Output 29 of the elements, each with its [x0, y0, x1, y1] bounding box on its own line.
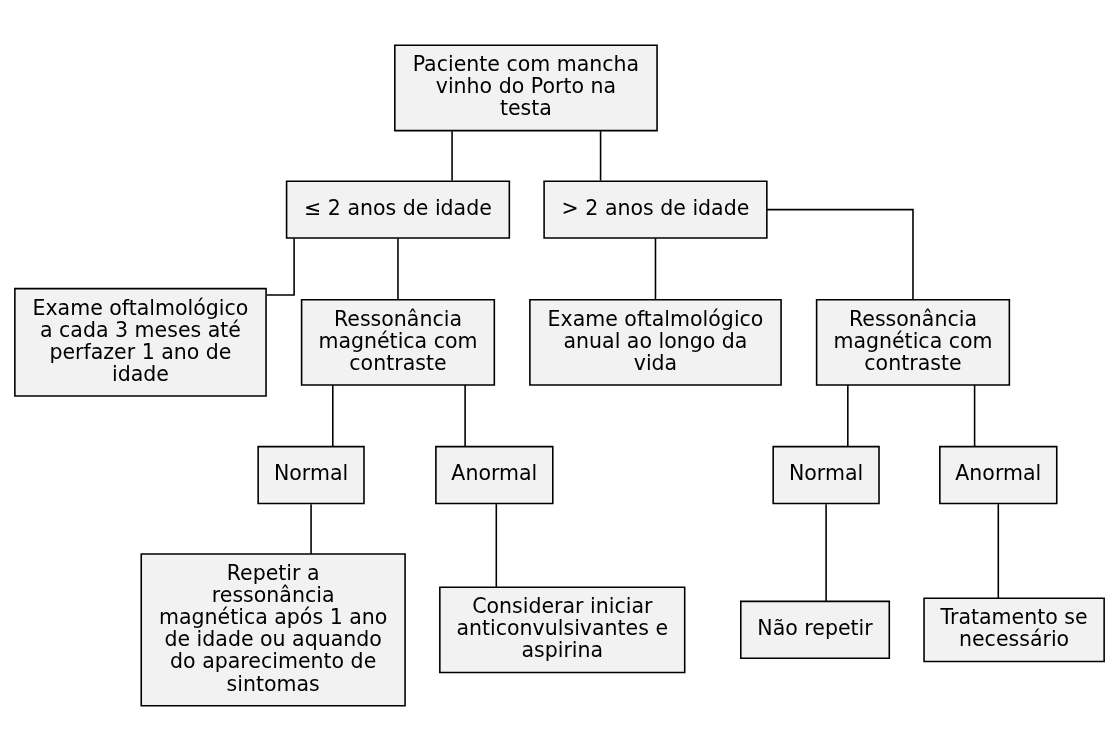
node-box: ≤ 2 anos de idade [285, 180, 511, 239]
connector [766, 208, 914, 301]
connector [973, 384, 976, 448]
connector [825, 503, 827, 603]
connector [464, 384, 466, 448]
node-box: Ressonância magnética com contraste [815, 298, 1011, 386]
node-box: Não repetir [740, 600, 891, 660]
node-box: Repetir a ressonância magnética após 1 ano de idade ou aquando do aparecimento de sintomas [140, 553, 406, 707]
connector [997, 503, 1000, 599]
node-box: Paciente com mancha vinho do Porto na testa [394, 44, 658, 132]
node-box: Anormal [435, 445, 554, 505]
connector [847, 384, 849, 448]
connector [397, 237, 399, 301]
connector [332, 384, 334, 448]
connector [310, 503, 312, 555]
node-box: Normal [772, 445, 880, 505]
node-box: Exame oftalmológico anual ao longo da vida [529, 298, 782, 386]
node-box: Normal [257, 445, 365, 505]
connector [451, 130, 453, 182]
node-box: Exame oftalmológico a cada 3 meses até perfazer 1 ano de idade [14, 287, 267, 397]
node-box: Ressonância magnética com contraste [300, 298, 496, 386]
connector [265, 237, 295, 296]
connector [654, 237, 657, 301]
node-box: Considerar iniciar anticonvulsivantes e aspirina [439, 586, 686, 674]
node-box: > 2 anos de idade [543, 180, 768, 239]
node-box: Tratamento se necessário [923, 597, 1105, 663]
connector [495, 503, 498, 588]
node-box: Anormal [939, 445, 1058, 505]
connector [599, 130, 602, 182]
